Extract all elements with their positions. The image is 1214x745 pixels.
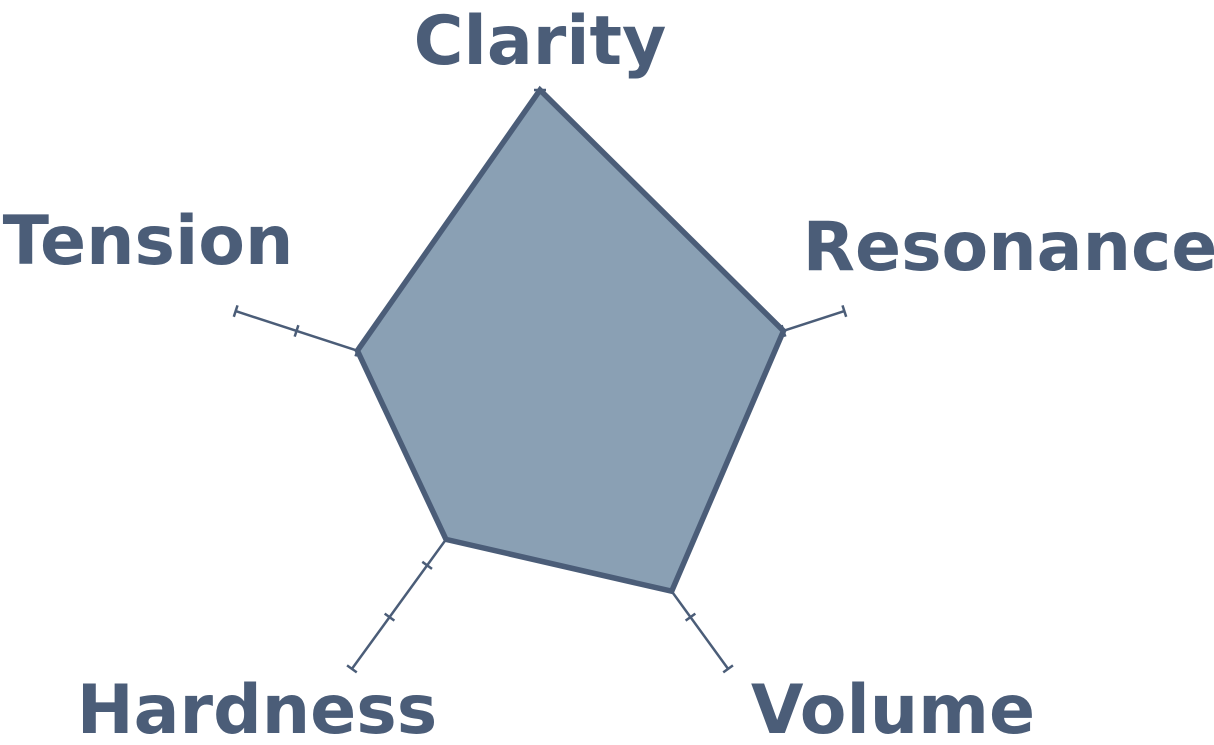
axis-tick-tension-5 [232,305,239,318]
axis-tick-volume-4 [684,612,697,622]
axis-tick-resonance-5 [841,305,848,318]
axis-label-hardness: Hardness [77,671,438,745]
series-point-tension [354,348,360,354]
series-point-volume [669,588,675,594]
series-point-hardness [443,536,449,542]
axis-label-volume: Volume [751,671,1035,745]
series-point-resonance [780,328,786,334]
axis-tick-volume-5 [722,664,734,674]
series-point-clarity [537,87,543,93]
radar-series [354,85,787,595]
axis-tick-hardness-3 [421,560,433,570]
radar-axis-labels: Clarity Resonance Volume Hardness Tensio… [3,2,1214,745]
axis-tick-hardness-4 [383,612,396,622]
axis-label-resonance: Resonance [803,208,1214,287]
axis-label-clarity: Clarity [414,2,667,81]
axis-label-tension: Tension [3,202,294,281]
series-area-0 [354,85,787,595]
axis-tick-tension-4 [293,324,300,337]
axis-tick-hardness-5 [346,664,358,674]
